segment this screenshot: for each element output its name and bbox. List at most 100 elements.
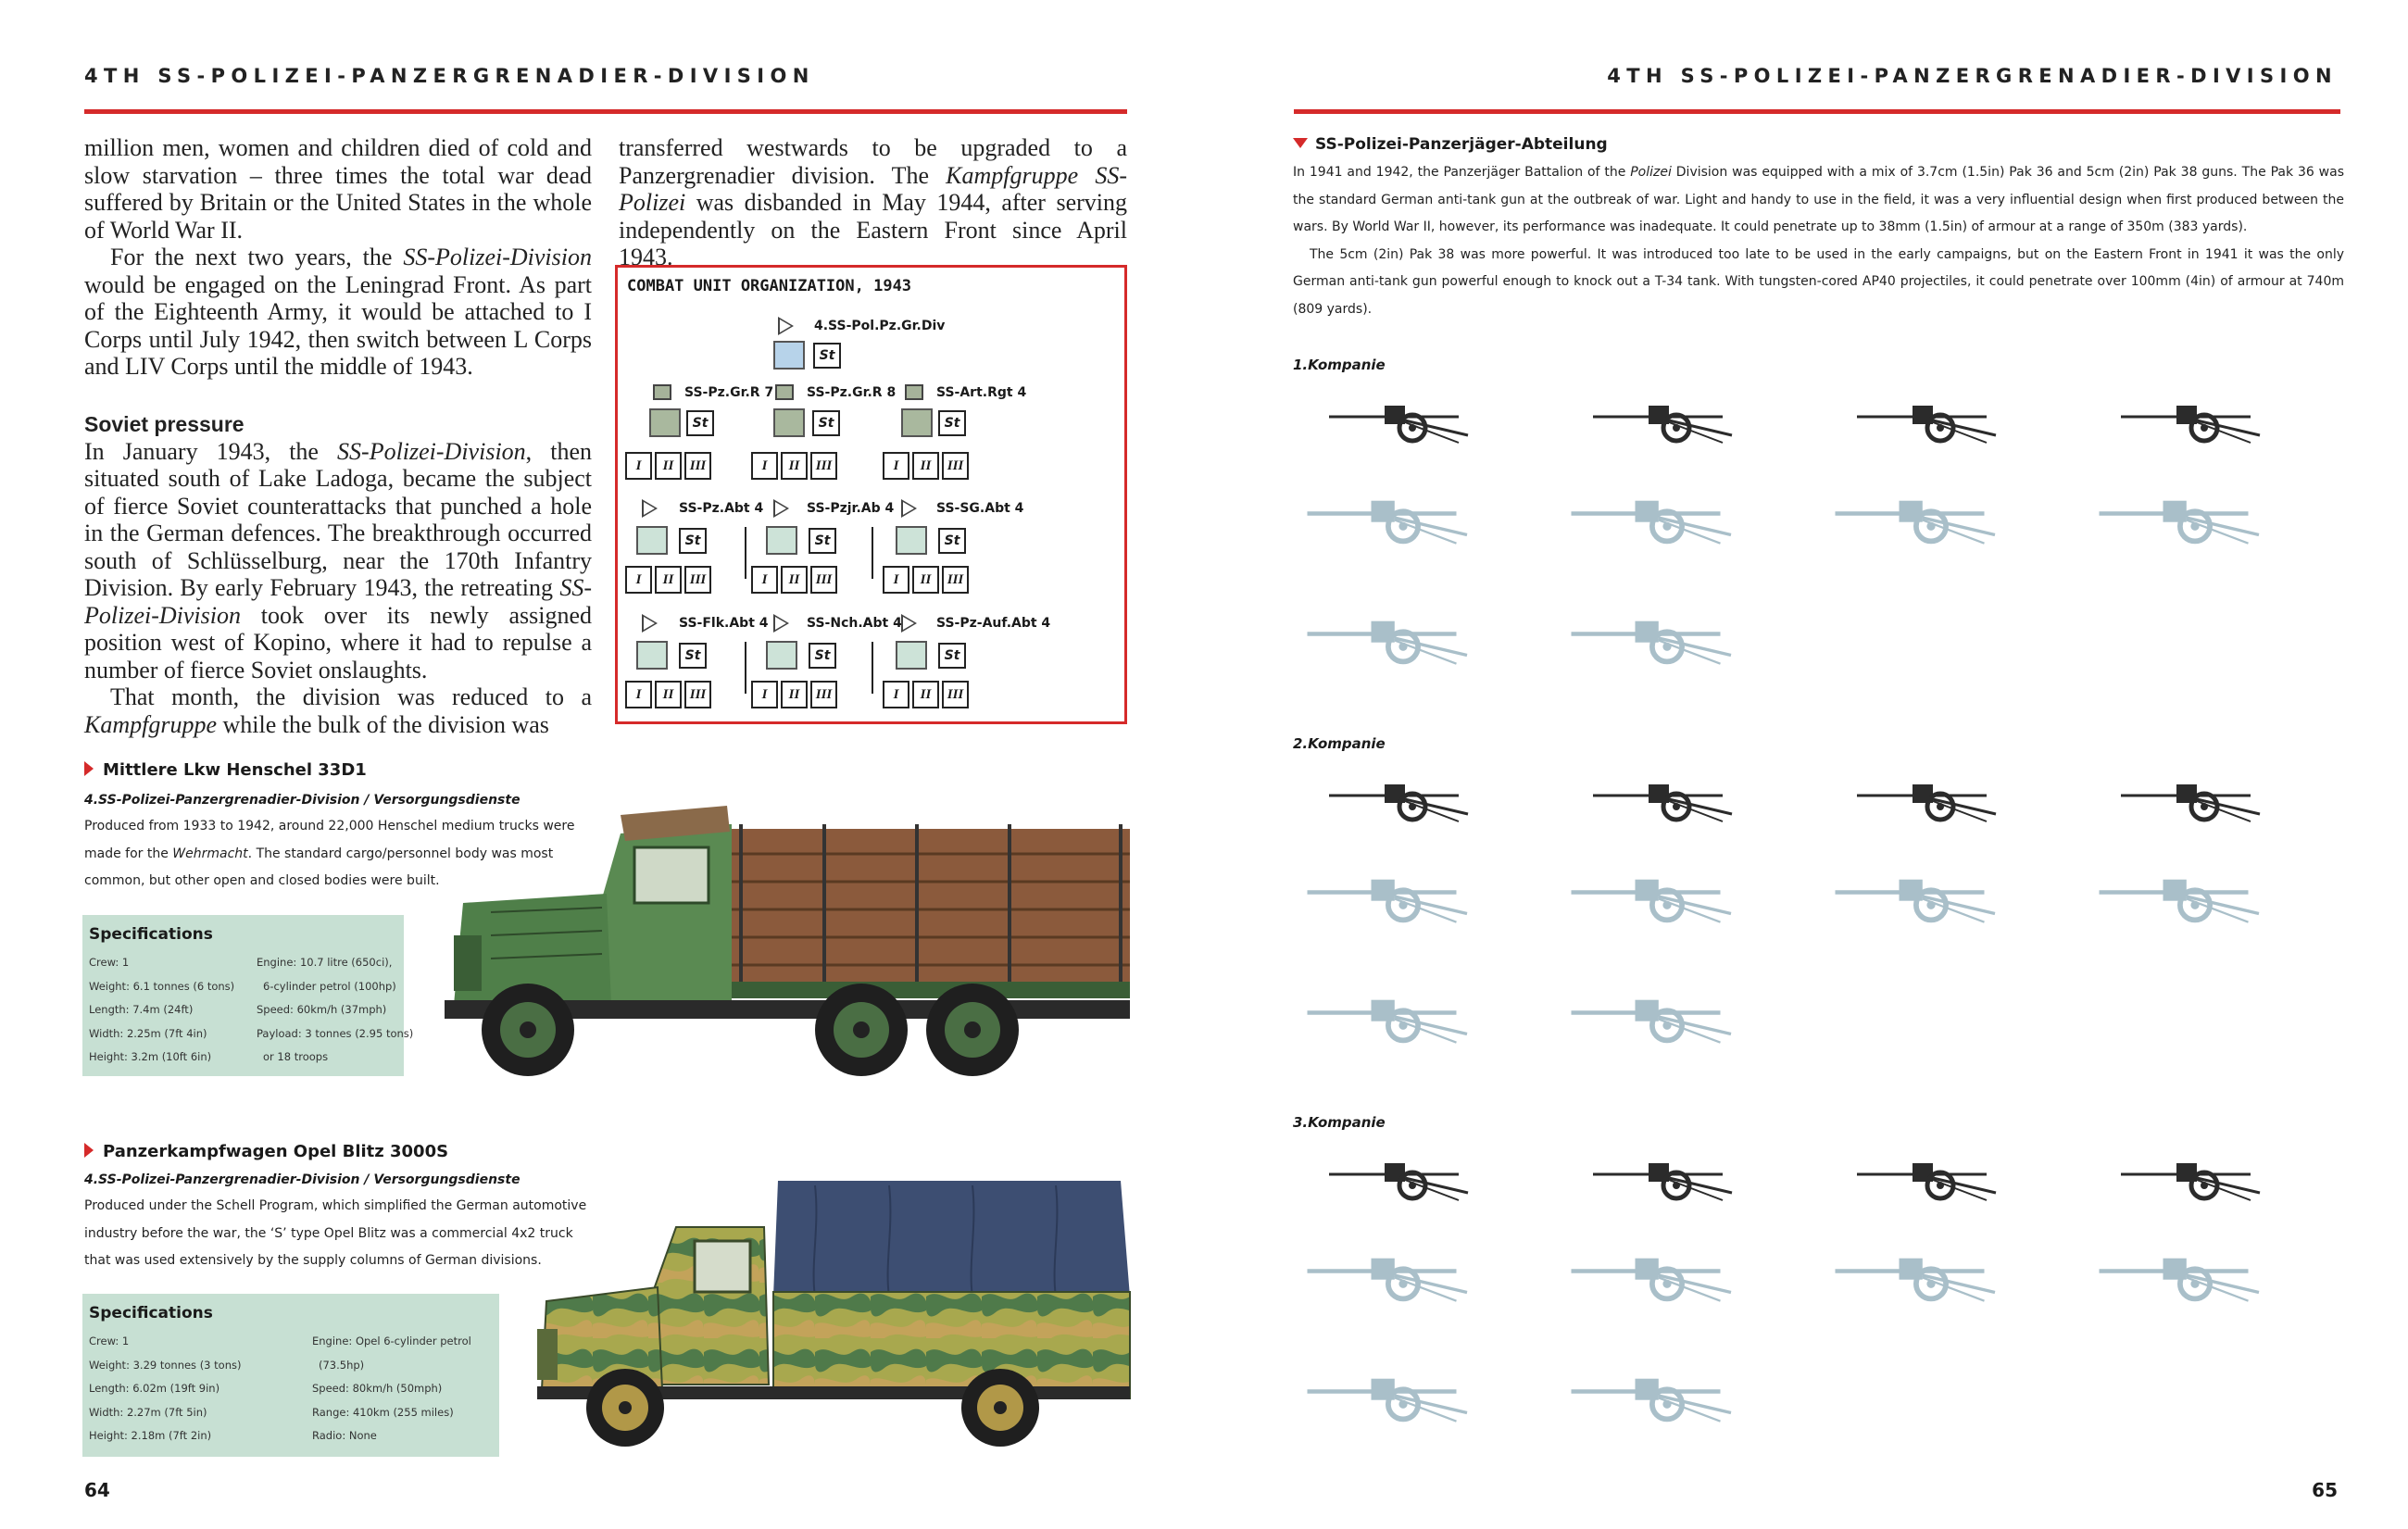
spec-title: Specifications xyxy=(89,1304,213,1322)
battalion-box: I xyxy=(625,566,652,594)
paragraph: The 5cm (2in) Pak 38 was more powerful. … xyxy=(1293,246,2344,317)
staff-box: St xyxy=(938,643,966,669)
pak38-gun-icon xyxy=(1561,482,1746,546)
unit-label: SS-Pz.Gr.R 8 xyxy=(807,385,897,400)
paragraph: million men, women and children died of … xyxy=(84,134,592,244)
vehicle-subtitle: 4.SS-Polizei-Panzergrenadier-Division / … xyxy=(84,793,520,808)
vehicle-subtitle: 4.SS-Polizei-Panzergrenadier-Division / … xyxy=(84,1172,520,1187)
battalion-box: II xyxy=(781,681,808,708)
pak38-gun-icon xyxy=(2088,860,2274,925)
battalion-box: II xyxy=(655,566,682,594)
battalion-box: III xyxy=(810,566,837,594)
vehicle-description: Produced from 1933 to 1942, around 22,00… xyxy=(84,819,575,888)
battalion-box: I xyxy=(883,566,909,594)
pak36-gun-icon xyxy=(1848,1147,2033,1211)
pak38-gun-icon xyxy=(1561,1360,1746,1424)
vehicle-title: Mittlere Lkw Henschel 33D1 xyxy=(84,760,367,780)
unit-label: 4.SS-Pol.Pz.Gr.Div xyxy=(814,319,946,333)
unit-label: SS-Nch.Abt 4 xyxy=(807,616,902,631)
unit-symbol xyxy=(766,526,797,555)
battalion-flag-icon xyxy=(642,614,658,633)
running-header-left: 4TH SS-POLIZEI-PANZERGRENADIER-DIVISION xyxy=(84,65,815,87)
battalion-flag-icon xyxy=(901,499,917,518)
page-number-left: 64 xyxy=(84,1479,110,1501)
vehicle-description: Produced under the Schell Program, which… xyxy=(84,1198,587,1268)
pak38-gun-icon xyxy=(1297,1360,1482,1424)
spec-column-right: Engine: 10.7 litre (650ci),6-cylinder pe… xyxy=(257,956,414,1063)
battalion-box: II xyxy=(912,681,939,708)
pak36-gun-icon xyxy=(1320,1147,1505,1211)
battalion-box: II xyxy=(912,452,939,480)
unit-label: SS-SG.Abt 4 xyxy=(936,501,1024,516)
subheading: Soviet pressure xyxy=(84,411,245,436)
pak38-gun-icon xyxy=(2088,482,2274,546)
unit-label: SS-Flk.Abt 4 xyxy=(679,616,769,631)
staff-box: St xyxy=(809,643,836,669)
divider xyxy=(745,527,746,579)
pak38-gun-icon xyxy=(1297,1239,1482,1304)
paragraph: transferred westwards to be upgraded to … xyxy=(619,134,1127,270)
battalion-box: III xyxy=(684,452,711,480)
unit-label: SS-Art.Rgt 4 xyxy=(936,385,1027,400)
org-chart: COMBAT UNIT ORGANIZATION, 1943 4.SS-Pol.… xyxy=(615,265,1127,724)
text-column-1: million men, women and children died of … xyxy=(84,134,592,738)
spec-title: Specifications xyxy=(89,925,213,944)
unit-symbol xyxy=(901,408,933,437)
unit-symbol xyxy=(636,526,668,555)
right-page: 4TH SS-POLIZEI-PANZERGRENADIER-DIVISION … xyxy=(1204,0,2408,1529)
battalion-flag-icon xyxy=(773,499,789,518)
left-page: 4TH SS-POLIZEI-PANZERGRENADIER-DIVISION … xyxy=(82,65,1131,1501)
page-number-right: 65 xyxy=(2312,1479,2338,1501)
pak36-gun-icon xyxy=(2112,1147,2297,1211)
pak36-gun-icon xyxy=(1584,768,1769,833)
staff-box: St xyxy=(938,528,966,554)
battalion-box: III xyxy=(684,681,711,708)
paragraph: In 1941 and 1942, the Panzerjäger Battal… xyxy=(1293,165,2345,234)
pak38-gun-icon xyxy=(2088,1239,2274,1304)
unit-symbol xyxy=(773,408,805,437)
battalion-box: III xyxy=(684,566,711,594)
pak36-gun-icon xyxy=(1584,1147,1769,1211)
regiment-flag-icon xyxy=(775,384,794,400)
pak36-gun-icon xyxy=(2112,768,2297,833)
unit-symbol xyxy=(766,641,797,670)
header-rule-left xyxy=(84,109,1127,114)
battalion-box: I xyxy=(625,452,652,480)
vehicle-title: Panzerkampfwagen Opel Blitz 3000S xyxy=(84,1142,448,1161)
running-header-right: 4TH SS-POLIZEI-PANZERGRENADIER-DIVISION xyxy=(1607,65,2338,87)
section-title: SS-Polizei-Panzerjäger-Abteilung xyxy=(1293,135,1608,154)
unit-symbol xyxy=(773,341,805,370)
company-label: 2.Kompanie xyxy=(1293,735,1386,752)
staff-box: St xyxy=(813,343,841,369)
regiment-flag-icon xyxy=(653,384,671,400)
pak36-gun-icon xyxy=(1320,389,1505,454)
pak38-gun-icon xyxy=(1561,1239,1746,1304)
pak38-gun-icon xyxy=(1297,482,1482,546)
battalion-flag-icon xyxy=(642,499,658,518)
company-label: 1.Kompanie xyxy=(1293,357,1386,373)
battalion-box: III xyxy=(942,452,969,480)
division-flag-icon xyxy=(778,317,794,335)
header-rule-right xyxy=(1294,109,2340,114)
battalion-box: I xyxy=(883,452,909,480)
battalion-flag-icon xyxy=(901,614,917,633)
divider xyxy=(745,642,746,694)
pak38-gun-icon xyxy=(1825,482,2010,546)
battalion-box: I xyxy=(751,681,778,708)
triangle-down-icon xyxy=(1293,138,1308,148)
unit-symbol xyxy=(636,641,668,670)
battalion-box: II xyxy=(781,452,808,480)
staff-box: St xyxy=(679,643,707,669)
paragraph: For the next two years, the SS-Polizei-D… xyxy=(84,244,592,380)
pak38-gun-icon xyxy=(1297,860,1482,925)
org-chart-title: COMBAT UNIT ORGANIZATION, 1943 xyxy=(627,277,912,295)
battalion-box: III xyxy=(810,452,837,480)
opel-blitz-truck-illustration xyxy=(537,1181,1131,1447)
staff-box: St xyxy=(809,528,836,554)
pak38-gun-icon xyxy=(1561,981,1746,1046)
battalion-box: III xyxy=(942,566,969,594)
staff-box: St xyxy=(686,410,714,436)
staff-box: St xyxy=(938,410,966,436)
